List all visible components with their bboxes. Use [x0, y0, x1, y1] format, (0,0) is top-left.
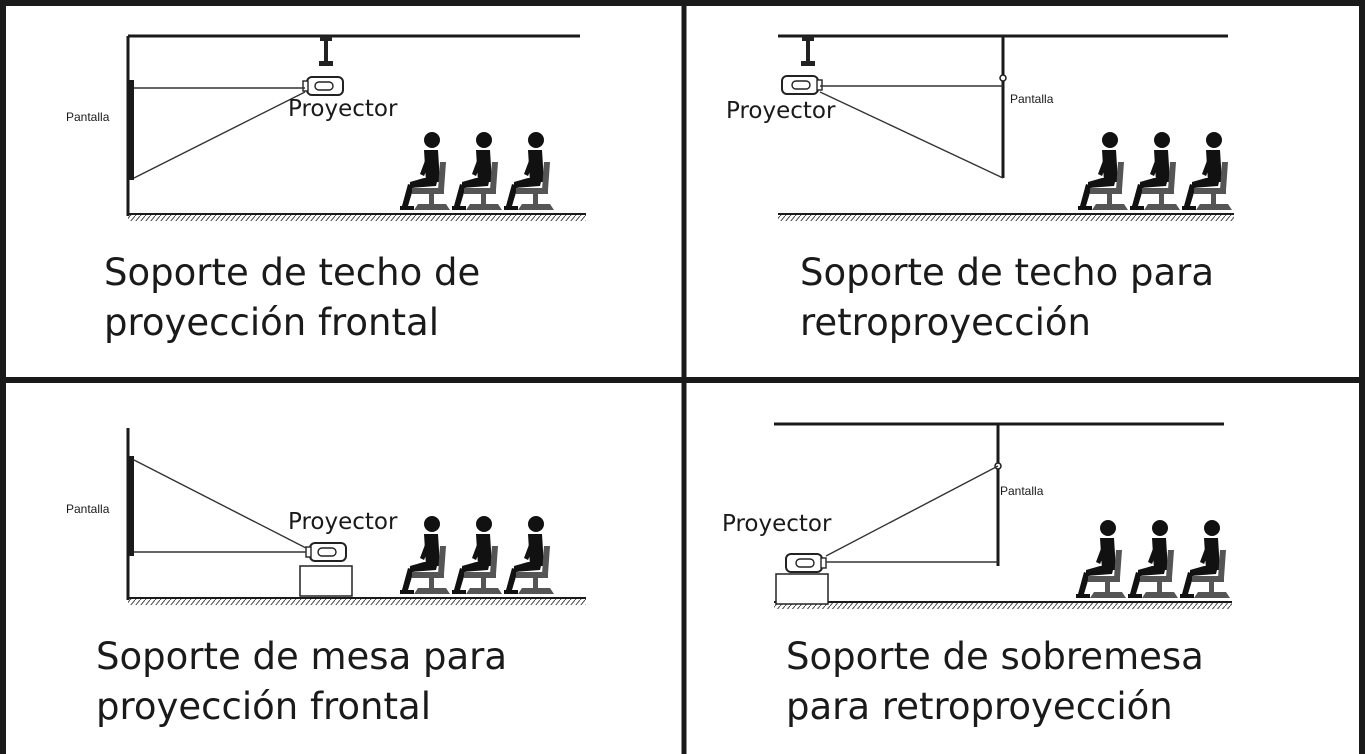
- audience-person: [1128, 520, 1178, 598]
- projector-label: Proyector: [722, 511, 832, 537]
- panel-table-rear-diagram: [774, 422, 1232, 609]
- caption-line-1: Soporte de mesa para: [96, 635, 508, 678]
- screen-label: Pantalla: [1010, 92, 1054, 106]
- beam-top: [825, 465, 999, 557]
- screen-label: Pantalla: [66, 110, 110, 124]
- projector-label: Proyector: [288, 509, 398, 535]
- caption-line-1: Soporte de sobremesa: [786, 635, 1204, 678]
- audience-person: [1180, 520, 1230, 598]
- caption-ceiling-front: Soporte de techo de proyección frontal: [104, 248, 480, 348]
- floor-hatch: [128, 598, 586, 605]
- audience-person: [452, 132, 502, 210]
- audience-person: [400, 132, 450, 210]
- panel-ceiling-front-diagram: [126, 34, 586, 221]
- ceiling-mount: [801, 36, 815, 66]
- audience-person: [504, 516, 554, 594]
- projector-label: Proyector: [726, 98, 836, 124]
- caption-line-2: proyección frontal: [96, 685, 431, 728]
- caption-line-1: Soporte de techo de: [104, 251, 481, 294]
- caption-table-rear: Soporte de sobremesa para retroproyecció…: [786, 632, 1204, 732]
- floor-hatch: [778, 214, 1234, 221]
- floor-hatch: [128, 214, 586, 221]
- audience-person: [1078, 132, 1128, 210]
- audience-person: [1130, 132, 1180, 210]
- projector-icon: [781, 75, 823, 95]
- audience-person: [1076, 520, 1126, 598]
- beam-bottom: [133, 91, 306, 179]
- screen: [128, 80, 134, 180]
- screen-label: Pantalla: [1000, 484, 1044, 498]
- table: [299, 565, 353, 597]
- caption-table-front: Soporte de mesa para proyección frontal: [96, 632, 507, 732]
- projector-icon: [302, 76, 344, 96]
- projector-icon: [785, 553, 827, 573]
- table: [775, 573, 829, 605]
- screen-label: Pantalla: [66, 502, 110, 516]
- audience-person: [452, 516, 502, 594]
- beam-top: [133, 459, 307, 549]
- screen: [128, 456, 134, 556]
- panel-table-front-diagram: [126, 428, 586, 605]
- panel-ceiling-rear-diagram: [778, 34, 1234, 221]
- audience-person: [504, 132, 554, 210]
- caption-line-2: proyección frontal: [104, 301, 439, 344]
- beam-bottom: [819, 91, 1004, 179]
- audience-person: [1182, 132, 1232, 210]
- screen-pivot: [999, 74, 1007, 82]
- caption-line-2: para retroproyección: [786, 685, 1173, 728]
- caption-line-2: retroproyección: [800, 301, 1091, 344]
- caption-line-1: Soporte de techo para: [800, 251, 1215, 294]
- floor-hatch: [774, 602, 1232, 609]
- ceiling-mount: [319, 36, 333, 66]
- projector-label: Proyector: [288, 96, 398, 122]
- projector-icon: [305, 542, 347, 562]
- caption-ceiling-rear: Soporte de techo para retroproyección: [800, 248, 1214, 348]
- audience-person: [400, 516, 450, 594]
